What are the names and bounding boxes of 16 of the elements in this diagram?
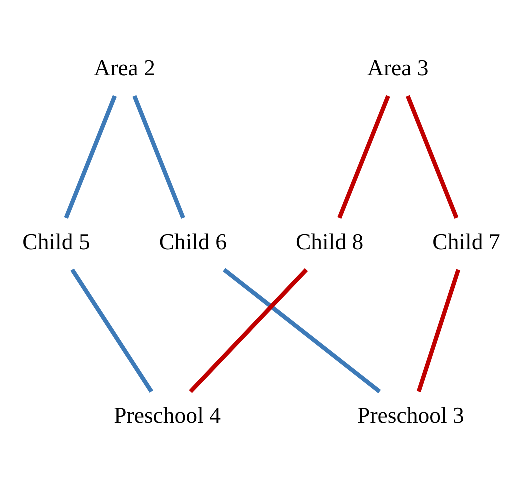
connector bbox=[338, 95, 390, 219]
node-text: Child 5 bbox=[22, 229, 90, 254]
node-text: Area 3 bbox=[368, 56, 429, 81]
node-text: Child 7 bbox=[432, 229, 500, 254]
node-text: Area 2 bbox=[94, 56, 156, 81]
connector bbox=[416, 269, 461, 392]
node-text: Child 6 bbox=[159, 229, 228, 254]
connector bbox=[223, 268, 382, 394]
node-text: Child 8 bbox=[296, 229, 364, 254]
node-text: Preschool 3 bbox=[358, 403, 464, 428]
connector bbox=[132, 95, 186, 219]
connector bbox=[189, 268, 308, 394]
connector bbox=[70, 268, 154, 393]
connector bbox=[64, 95, 118, 219]
node-text: Preschool 4 bbox=[114, 403, 221, 428]
connector bbox=[406, 95, 459, 219]
